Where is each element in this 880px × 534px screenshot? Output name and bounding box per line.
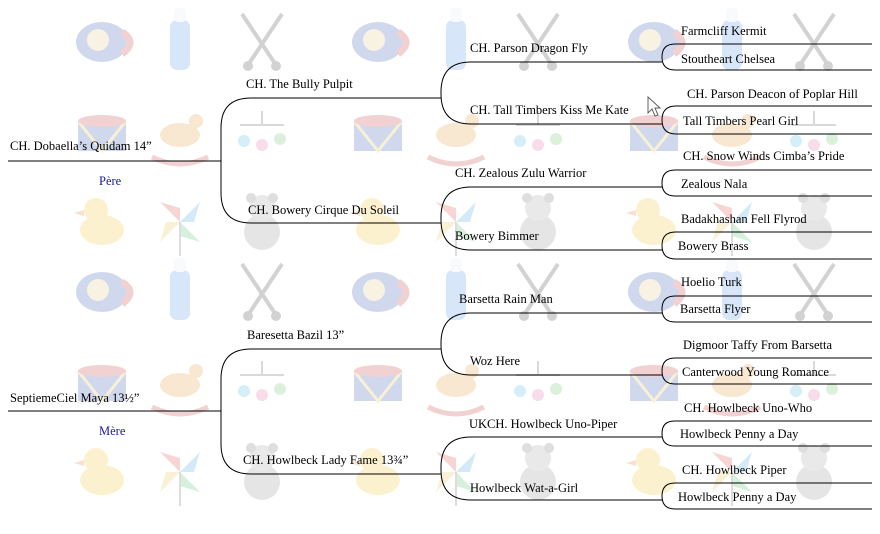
- mug-icon: [76, 272, 130, 312]
- sire-bracket: [220, 97, 441, 224]
- sire-dam-name: CH. Bowery Cirque Du Soleil: [248, 203, 400, 217]
- mobile-icon: [513, 360, 563, 402]
- ss-bracket: [440, 61, 662, 125]
- mobile-icon: [237, 360, 287, 402]
- sire-role-label: Père: [99, 174, 122, 188]
- mug-icon: [628, 272, 682, 312]
- ssd-name: Stoutheart Chelsea: [681, 52, 776, 66]
- mug-icon: [352, 272, 406, 312]
- mdds-name: CH. Howlbeck Piper: [682, 463, 787, 477]
- stroller-icon: [792, 12, 836, 73]
- sd-dam-name: Bowery Bimmer: [455, 229, 539, 243]
- baby-bottle-icon: [170, 258, 190, 320]
- baby-bottle-icon: [170, 8, 190, 70]
- rubber-duck-icon: [74, 448, 124, 495]
- mug-icon: [628, 22, 682, 62]
- rocking-horse-icon: [428, 364, 484, 414]
- mdsd-name: Howlbeck Penny a Day: [680, 427, 799, 441]
- dd-bracket: [440, 436, 662, 501]
- mug-icon: [352, 22, 406, 62]
- msdd-name: Canterwood Young Romance: [682, 365, 829, 379]
- baby-bottle-icon: [446, 258, 466, 320]
- mobile-icon: [237, 110, 287, 152]
- g4-bracket-1: [661, 105, 872, 135]
- ddd-name: Bowery Brass: [678, 239, 749, 253]
- stroller-icon: [240, 262, 284, 323]
- sire-name: CH. Dobaella’s Quidam 14”: [10, 139, 152, 153]
- dam-bracket: [220, 348, 441, 475]
- drum-icon: [352, 113, 404, 153]
- g4-bracket-4: [661, 295, 872, 323]
- sss-name: Farmcliff Kermit: [681, 24, 767, 38]
- teddy-bear-icon: [244, 193, 280, 250]
- dss-name: CH. Snow Winds Cimba’s Pride: [683, 149, 845, 163]
- dd-dam-name: Howlbeck Wat-a-Girl: [470, 481, 579, 495]
- g4-bracket-7: [661, 482, 872, 510]
- rubber-duck-icon: [74, 198, 124, 245]
- rubber-duck-icon: [626, 198, 676, 245]
- baby-bottle-icon: [446, 8, 466, 70]
- ss-sire-name: CH. Parson Dragon Fly: [470, 41, 589, 55]
- mouse-cursor-icon: [647, 95, 662, 117]
- g4-bracket-3: [661, 231, 872, 260]
- g4-bracket-5: [661, 357, 872, 385]
- ds-sire-name: Barsetta Rain Man: [459, 292, 553, 306]
- mssd-name: Barsetta Flyer: [680, 302, 751, 316]
- teddy-bear-icon: [244, 443, 280, 500]
- ds-dam-name: Woz Here: [470, 354, 521, 368]
- drum-icon: [352, 363, 404, 403]
- mddd-name: Howlbeck Penny a Day: [678, 490, 797, 504]
- rubber-duck-icon: [626, 448, 676, 495]
- msds-name: Digmoor Taffy From Barsetta: [683, 338, 832, 352]
- dam-name: SeptiemeCiel Maya 13½”: [10, 391, 140, 405]
- sd-sire-name: CH. Zealous Zulu Warrior: [455, 166, 587, 180]
- ss-dam-name: CH. Tall Timbers Kiss Me Kate: [470, 103, 629, 117]
- stroller-icon: [240, 12, 284, 73]
- g4-bracket-6: [661, 420, 872, 447]
- drum-icon: [628, 363, 680, 403]
- dam-role-label: Mère: [99, 424, 126, 438]
- stroller-icon: [792, 262, 836, 323]
- mobile-icon: [513, 110, 563, 152]
- pedigree-lines: [8, 43, 872, 510]
- sdd-name: Tall Timbers Pearl Girl: [683, 114, 799, 128]
- rocking-horse-icon: [152, 114, 208, 164]
- mdss-name: CH. Howlbeck Uno-Who: [684, 401, 813, 415]
- mug-icon: [76, 22, 130, 62]
- rocking-horse-icon: [152, 364, 208, 414]
- ds-bracket: [440, 312, 662, 376]
- sire-sire-name: CH. The Bully Pulpit: [246, 77, 353, 91]
- sd-bracket: [440, 186, 662, 251]
- teddy-bear-icon: [796, 443, 832, 500]
- dam-sire-name: Baresetta Bazil 13”: [247, 328, 345, 342]
- g4-bracket-2: [661, 169, 872, 197]
- pinwheel-icon: [159, 201, 201, 257]
- dd-sire-name: UKCH. Howlbeck Uno-Piper: [469, 417, 618, 431]
- dsd-name: Zealous Nala: [681, 177, 748, 191]
- msss-name: Hoelio Turk: [681, 275, 742, 289]
- dds-name: Badakhashan Fell Flyrod: [681, 212, 807, 226]
- sds-name: CH. Parson Deacon of Poplar Hill: [687, 87, 858, 101]
- g4-bracket-0: [661, 43, 872, 71]
- dam-dam-name: CH. Howlbeck Lady Fame 13¾”: [243, 453, 409, 467]
- pinwheel-icon: [159, 451, 201, 507]
